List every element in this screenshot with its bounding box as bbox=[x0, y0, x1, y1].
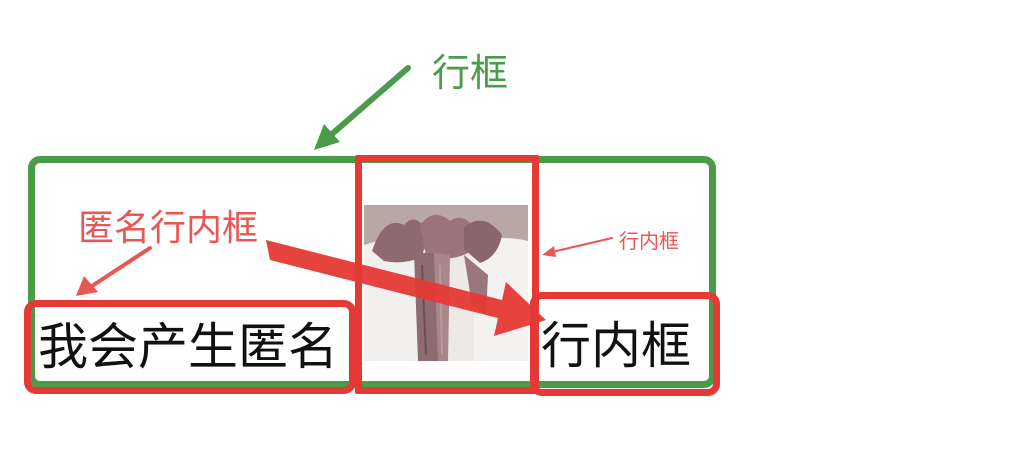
inline-box-outline bbox=[530, 292, 720, 396]
anonymous-inline-box-outline bbox=[24, 300, 356, 394]
inline-text: 行内框 bbox=[541, 317, 691, 375]
anonymous-inline-box-label: 匿名行内框 bbox=[78, 208, 259, 249]
image-inline-box-outline bbox=[355, 155, 539, 394]
anonymous-text: 我会产生匿名 bbox=[38, 318, 338, 376]
inline-box-label: 行内框 bbox=[619, 229, 679, 253]
line-box-label: 行框 bbox=[432, 51, 509, 95]
line-box-arrow bbox=[314, 65, 411, 150]
